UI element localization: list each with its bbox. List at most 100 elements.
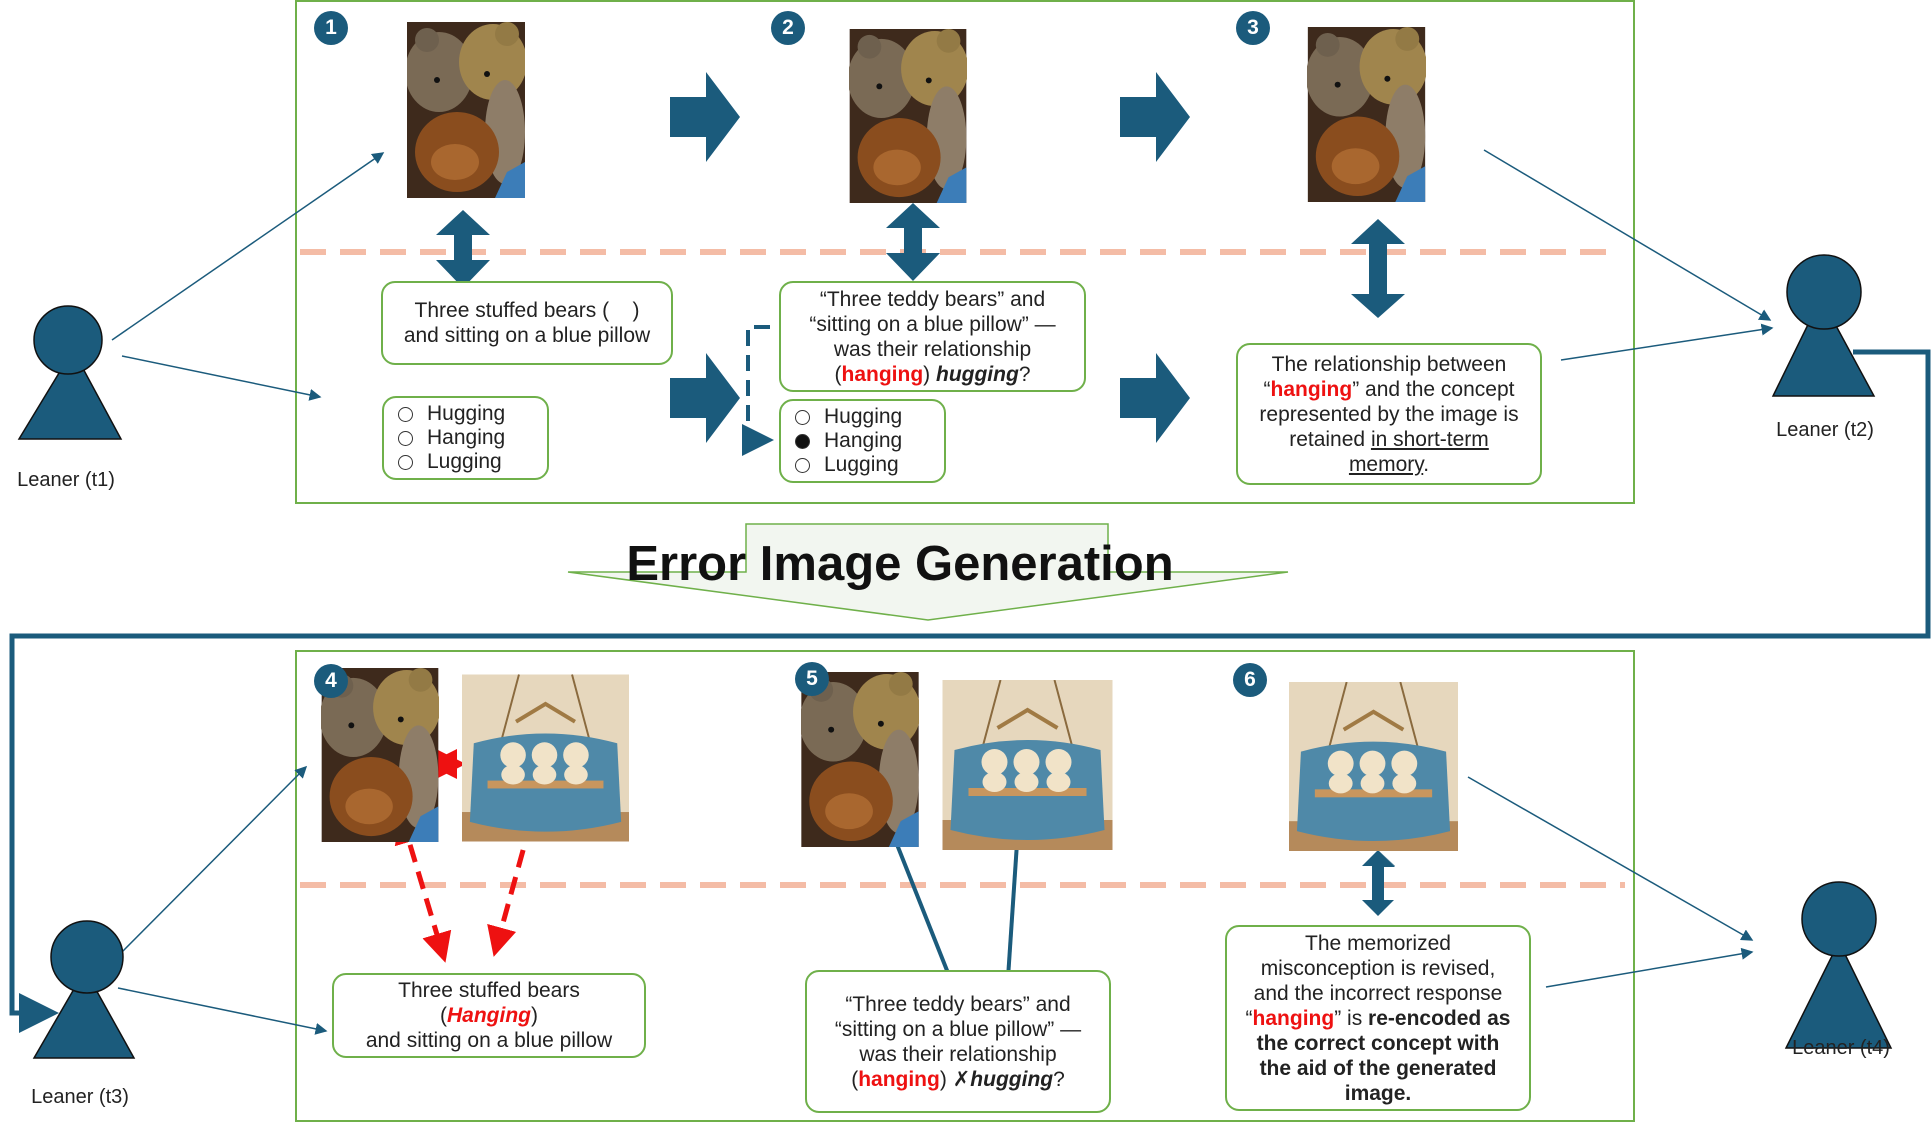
period: .	[1423, 452, 1430, 476]
step3-line5: memory.	[1349, 452, 1429, 477]
step3-underlined-1: in short-term	[1370, 427, 1489, 451]
step-badge-4: 4	[314, 664, 348, 698]
double-arrow-step3	[1351, 219, 1405, 318]
step1-blank	[609, 299, 632, 322]
learner-t4-icon	[1784, 881, 1893, 1049]
step5-line3: was their relationship	[859, 1042, 1057, 1066]
step6-line1: The memorized	[1305, 931, 1451, 955]
qmark: ?	[1053, 1067, 1065, 1091]
teddy-image-step5	[801, 672, 919, 847]
learner-t3-icon	[32, 920, 136, 1059]
loop-t2-to-t3	[9, 349, 1931, 1033]
diagram-title: Error Image Generation	[626, 537, 1174, 591]
arrow-t1-to-image	[111, 152, 385, 341]
radio-icon[interactable]	[795, 409, 810, 425]
step5-line2: “sitting on a blue pillow” —	[834, 1017, 1082, 1041]
cross-mark-icon: ✗	[952, 1067, 971, 1091]
step2-line1: “Three teddy bears” and	[819, 287, 1046, 311]
option-label: Hanging	[824, 429, 903, 452]
learner-t2-icon	[1771, 254, 1876, 397]
error-generation-arrow-shape	[567, 523, 1289, 621]
step4-line2: (Hanging)	[440, 1003, 538, 1028]
step2-line2: “sitting on a blue pillow” —	[809, 312, 1056, 336]
arrow-box3-to-t2	[1560, 323, 1774, 361]
step6-line4: “hanging” is re-encoded as	[1246, 1006, 1511, 1031]
step3-text-d: retained	[1289, 427, 1366, 451]
step1-text-a: Three stuffed bears (	[414, 299, 610, 322]
paren: (	[834, 362, 842, 386]
learner-t4-label: Leaner (t4)	[1792, 1037, 1890, 1059]
radio-icon[interactable]	[795, 457, 810, 473]
step6-bold-1: re-encoded as	[1368, 1006, 1511, 1030]
step1-option-lugging[interactable]: Lugging	[398, 450, 502, 474]
quote: “	[1263, 377, 1271, 401]
step3-text-b: ” and the concept	[1352, 377, 1515, 401]
step2-option-lugging[interactable]: Lugging	[795, 453, 899, 477]
step2-wrong-answer: hanging	[841, 362, 924, 386]
step5-line1: “Three teddy bears” and	[845, 992, 1071, 1016]
step2-option-hanging[interactable]: Hanging	[795, 429, 902, 453]
step4-wrong-answer: Hanging	[447, 1004, 531, 1027]
learner-t1-label: Leaner (t1)	[17, 469, 115, 491]
arrow-image6-to-t4	[1467, 776, 1754, 941]
step1-text-b: )	[632, 299, 640, 322]
generated-image-step4	[462, 674, 629, 842]
radio-icon[interactable]	[398, 454, 413, 470]
step2-options-box: Hugging Hanging Lugging	[779, 399, 946, 483]
step6-wrong-word: hanging	[1252, 1006, 1335, 1030]
option-label: Hugging	[824, 405, 903, 428]
step6-revision-box: The memorized misconception is revised, …	[1225, 925, 1531, 1111]
top-panel	[295, 0, 1635, 504]
step3-wrong-word: hanging	[1270, 377, 1353, 401]
teddy-image-step2	[849, 29, 967, 203]
double-arrow-step6b	[1362, 850, 1394, 916]
paren: )	[923, 362, 931, 386]
radio-icon[interactable]	[398, 406, 413, 422]
step3-line4: retained in short-term	[1289, 427, 1489, 452]
dashed-elbow-step2	[742, 325, 774, 456]
step2-line3: was their relationship	[833, 337, 1032, 361]
step3-line1: The relationship between	[1271, 352, 1507, 376]
learner-t2-label: Leaner (t2)	[1776, 419, 1874, 441]
paren: )	[939, 1067, 947, 1091]
teddy-image-step4	[321, 668, 439, 842]
radio-icon[interactable]	[398, 430, 413, 446]
qmark: ?	[1018, 362, 1031, 386]
block-arrow-1-2	[670, 72, 740, 162]
arrow-t1-to-options	[121, 355, 322, 401]
step2-option-hugging[interactable]: Hugging	[795, 405, 902, 429]
bottom-panel	[295, 650, 1635, 1122]
learner-t3-label: Leaner (t3)	[31, 1086, 129, 1108]
step-badge-6: 6	[1233, 663, 1267, 697]
step3-underlined-2: memory	[1348, 452, 1424, 476]
block-arrow-lower-1-2	[670, 353, 740, 443]
double-arrow-step2	[886, 203, 940, 281]
teddy-image-step1	[407, 22, 525, 198]
step3-memory-box: The relationship between “hanging” and t…	[1236, 343, 1542, 485]
step-badge-3: 3	[1236, 11, 1270, 45]
step4-answer-box: Three stuffed bears (Hanging) and sittin…	[332, 973, 646, 1058]
arrow-t3-to-box	[117, 987, 328, 1035]
arrow-t3-to-image	[121, 765, 308, 953]
learner-t1-icon	[17, 305, 123, 440]
radio-selected-icon[interactable]	[795, 433, 810, 449]
step1-option-hugging[interactable]: Hugging	[398, 402, 505, 426]
step6-bold-3: the aid of the generated	[1259, 1056, 1497, 1080]
step6-line2: misconception is revised,	[1260, 956, 1496, 980]
generated-image-step6	[1289, 682, 1458, 851]
arrow-image3-to-t2	[1483, 149, 1772, 321]
step5-line4: (hanging) ✗hugging?	[851, 1067, 1065, 1092]
step-badge-2: 2	[771, 11, 805, 45]
step4-line1: Three stuffed bears	[398, 979, 580, 1002]
step1-option-hanging[interactable]: Hanging	[398, 426, 505, 450]
step2-question-box: “Three teddy bears” and “sitting on a bl…	[779, 281, 1086, 392]
step5-wrong-answer: hanging	[858, 1067, 940, 1091]
step5-correct-answer: hugging	[970, 1067, 1054, 1091]
option-label: Hugging	[427, 402, 506, 425]
step1-sentence-box: Three stuffed bears ( ) and sitting on a…	[381, 281, 673, 365]
option-label: Lugging	[824, 453, 899, 476]
step4-line3: and sitting on a blue pillow	[365, 1029, 613, 1052]
step5-question-box: “Three teddy bears” and “sitting on a bl…	[805, 970, 1111, 1113]
teddy-image-step3	[1307, 27, 1426, 202]
double-arrow-step6	[1378, 850, 1395, 872]
